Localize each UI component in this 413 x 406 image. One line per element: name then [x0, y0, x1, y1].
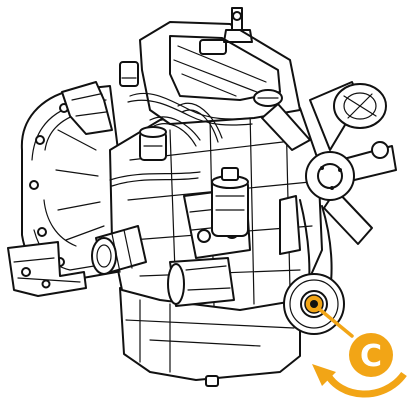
engine-illustration-icon — [7, 7, 397, 387]
callout-leader-line — [316, 306, 354, 338]
rotation-arrowhead-icon — [312, 364, 336, 386]
oil-filler-cap-icon — [139, 126, 167, 161]
engine-mount-bracket-icon — [7, 241, 87, 297]
rotation-arrow-icon — [322, 370, 407, 398]
fuel-lines-icon — [109, 92, 253, 187]
crankshaft-pulley-icon — [283, 273, 345, 335]
fuel-filter-icon — [211, 167, 249, 237]
starter-motor-icon — [167, 257, 235, 307]
callout-c: C — [312, 306, 407, 398]
callout-badge — [349, 333, 393, 377]
alternator-icon — [333, 83, 389, 159]
oil-filter-icon — [91, 225, 147, 275]
valve-cover-icon — [139, 7, 301, 125]
callout-label: C — [360, 339, 382, 374]
intake-manifold-icon — [61, 61, 139, 135]
